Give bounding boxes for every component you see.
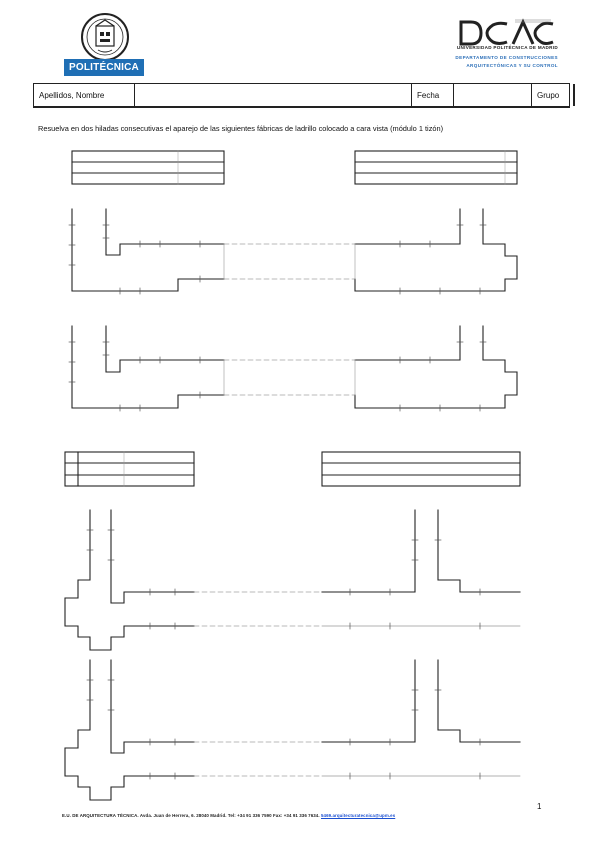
brick-strip-1-left [71,150,225,185]
page-number: 1 [537,802,542,811]
footer-email-link[interactable]: 5469.arquitecturatecnica@upm.es [321,813,396,818]
group-field[interactable] [574,84,575,106]
wall-plan-3 [64,509,521,651]
department-name-line1: DEPARTAMENTO DE CONSTRUCCIONES [455,55,558,60]
brick-strip-2-left [64,451,195,487]
exercise-instruction: Resuelva en dos hiladas consecutivas el … [38,124,444,133]
wall-plan-2 [71,325,518,409]
wall-plan-4 [64,659,521,801]
brick-strip-2-right [321,451,521,487]
university-name: UNIVERSIDAD POLITÉCNICA DE MADRID [456,45,558,50]
dcac-logo [459,18,554,46]
footer: E.U. DE ARQUITECTURA TÉCNICA. Avda. Juan… [62,813,542,818]
footer-address: E.U. DE ARQUITECTURA TÉCNICA. Avda. Juan… [62,813,320,818]
date-label: Fecha [412,84,454,106]
brick-strip-1-right [354,150,518,185]
politecnica-logo: POLITÉCNICA [64,59,144,76]
wall-plan-1 [71,208,518,292]
name-label: Apellidos, Nombre [34,84,135,106]
module-ticks [68,224,487,780]
department-name-line2: ARQUITECTÓNICAS Y SU CONTROL [466,63,558,68]
student-info-row: Apellidos, Nombre Fecha Grupo [33,83,575,108]
date-field[interactable] [454,84,532,106]
name-field[interactable] [135,84,412,106]
group-label: Grupo [532,84,574,106]
